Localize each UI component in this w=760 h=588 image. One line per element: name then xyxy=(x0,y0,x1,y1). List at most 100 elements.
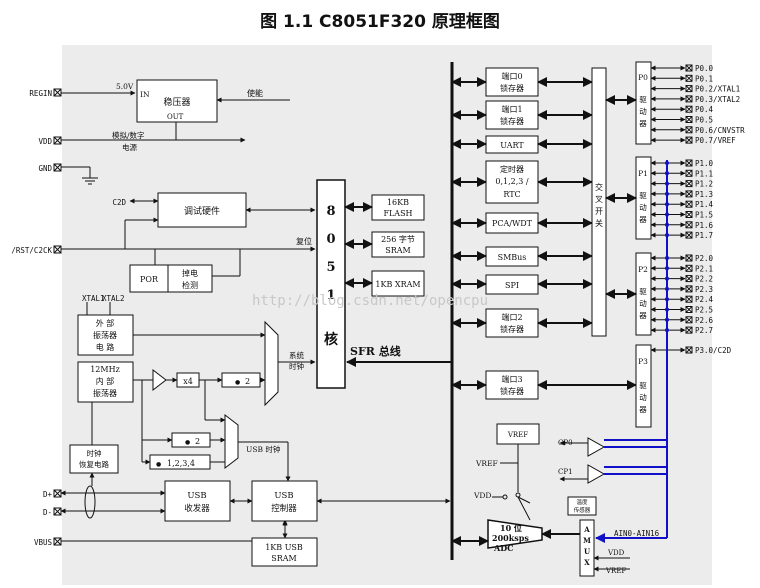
pin-label-p0-6: P0.6/CNVSTR xyxy=(695,126,745,135)
p3-drv-label: P3 xyxy=(638,357,648,366)
watermark: http://blog.csdn.net/opencpu xyxy=(252,293,488,309)
pin-vdd xyxy=(53,136,246,145)
adc-vdd-label: VDD xyxy=(473,491,491,500)
crossbar-char-1: 交 xyxy=(595,182,603,192)
div-icon-2: ● xyxy=(185,439,190,446)
flash-label-1: 16KB xyxy=(387,198,409,207)
pin-box-cross xyxy=(685,116,693,123)
core-char-2: 0 xyxy=(326,232,335,247)
pin-label-p0-3: P0.3/XTAL2 xyxy=(695,95,740,104)
regulator-in: IN xyxy=(140,90,150,99)
pin-label-p1-2: P1.2 xyxy=(695,180,713,189)
pin-gnd xyxy=(53,163,98,185)
cp0-label: CP0 xyxy=(558,439,573,447)
crossbar-char-2: 叉 xyxy=(595,195,603,204)
usb-xcvr-label-2: 收发器 xyxy=(184,503,210,514)
temp-sensor-label-1: 温度 xyxy=(576,498,588,506)
timer-label-3: RTC xyxy=(503,190,520,199)
pin-rst xyxy=(53,245,316,254)
temp-sensor-label-2: 传感器 xyxy=(574,506,591,514)
pin-label-p1-1: P1.1 xyxy=(695,169,713,178)
amux-vdd-label: VDD xyxy=(607,549,625,557)
crossbar-char-3: 开 xyxy=(595,207,603,216)
pin-label-p2-0: P2.0 xyxy=(695,254,714,263)
pin-label-p1-7: P1.7 xyxy=(695,231,713,240)
timer-label-1: 定时器 xyxy=(500,164,524,174)
uart-label: UART xyxy=(500,141,524,150)
regulator-enable: 使能 xyxy=(247,88,263,98)
usb-sram-label-2: SRAM xyxy=(271,554,296,563)
pin-box-cross xyxy=(685,74,693,82)
pin-box-cross xyxy=(685,190,693,198)
amux-vref-label: VREF xyxy=(605,567,626,575)
timer-label-2: 0,1,2,3 / xyxy=(495,177,529,186)
vref-in-label: VREF xyxy=(475,459,498,468)
pin-label-p2-6: P2.6 xyxy=(695,316,714,325)
ain-label: AIN0-AIN16 xyxy=(614,529,660,538)
pin-label-p0-5: P0.5 xyxy=(695,116,713,125)
pin-box-cross xyxy=(685,200,693,208)
int-osc-label-1: 12MHz xyxy=(90,365,120,374)
ext-osc-label-3: 电 路 xyxy=(96,342,115,352)
regulator-out: OUT xyxy=(167,113,184,121)
pin-label-dminus: D- xyxy=(43,508,52,517)
adc-label-3: ADC xyxy=(493,543,514,553)
port3-latch-label-1: 端口3 xyxy=(501,374,522,384)
pin-box-cross xyxy=(685,264,693,272)
pin-box-cross xyxy=(685,306,693,313)
sysclk-label-2: 时钟 xyxy=(289,361,304,371)
pin-box-cross xyxy=(685,95,693,103)
port0-latch-label-2: 锁存器 xyxy=(500,83,524,93)
clock-multiplier: x4 xyxy=(183,377,193,386)
regulator-label: 稳压器 xyxy=(163,96,190,108)
p3-drv-char-2: 动 xyxy=(639,392,647,402)
port0-latch-label-1: 端口0 xyxy=(501,71,522,81)
pin-box-cross xyxy=(685,180,693,187)
pca-label: PCA/WDT xyxy=(492,219,533,228)
pin-label-dplus: D+ xyxy=(43,490,53,499)
pin-box-cross xyxy=(685,211,693,218)
core-char-4: 1 xyxy=(326,288,335,303)
regulator-in-voltage: 5.0V xyxy=(116,82,134,91)
pin-box-cross xyxy=(685,275,693,282)
port3-latch-label-2: 锁存器 xyxy=(500,386,524,396)
pin-regin xyxy=(53,88,136,97)
div1234-label: 1,2,3,4 xyxy=(167,459,195,468)
int-osc-label-2: 内 部 xyxy=(96,376,115,386)
pin-box-cross xyxy=(685,254,693,262)
adc-label-2: 200ksps xyxy=(492,533,529,543)
sfr-bus xyxy=(346,62,454,560)
usb-section xyxy=(164,480,451,567)
div2-label: 2 xyxy=(245,377,250,386)
pin-label-p2-3: P2.3 xyxy=(695,285,713,294)
port2-latch-label-1: 端口2 xyxy=(501,312,522,322)
pin-label-vdd: VDD xyxy=(38,137,52,146)
pin-label-p2-5: P2.5 xyxy=(695,306,713,315)
memory-section xyxy=(344,194,425,297)
pin-label-p0-4: P0.4 xyxy=(695,105,714,114)
p2-drv-char-2: 动 xyxy=(639,298,647,308)
xtal2-label: XTAL2 xyxy=(102,294,125,303)
pin-label-p2-7: P2.7 xyxy=(695,326,713,335)
cp1-label: CP1 xyxy=(558,468,573,476)
pin-label-p1-4: P1.4 xyxy=(695,200,714,209)
pin-box-cross xyxy=(685,285,693,293)
regulator-block xyxy=(136,79,290,140)
flash-label-2: FLASH xyxy=(383,209,412,218)
vref-box-label: VREF xyxy=(507,431,528,439)
p1-drv-char-3: 器 xyxy=(639,215,647,224)
pin-box-cross xyxy=(685,126,693,134)
pin-label-p2-4: P2.4 xyxy=(695,295,714,304)
p1-drv-char-2: 动 xyxy=(639,202,647,212)
int-osc-label-3: 振荡器 xyxy=(93,388,117,398)
p3-drv-char-3: 器 xyxy=(639,405,647,414)
port1-latch-label-1: 端口1 xyxy=(501,104,522,114)
reset-label: 复位 xyxy=(296,236,312,246)
p0-drv-char-2: 动 xyxy=(639,106,647,116)
port2-latch-label-2: 锁存器 xyxy=(500,324,524,334)
smbus-label: SMBus xyxy=(498,253,527,262)
div-icon-1: ● xyxy=(235,379,240,386)
sram-label-1: 256 字节 xyxy=(381,234,415,244)
supply-label-2: 电源 xyxy=(122,142,137,152)
